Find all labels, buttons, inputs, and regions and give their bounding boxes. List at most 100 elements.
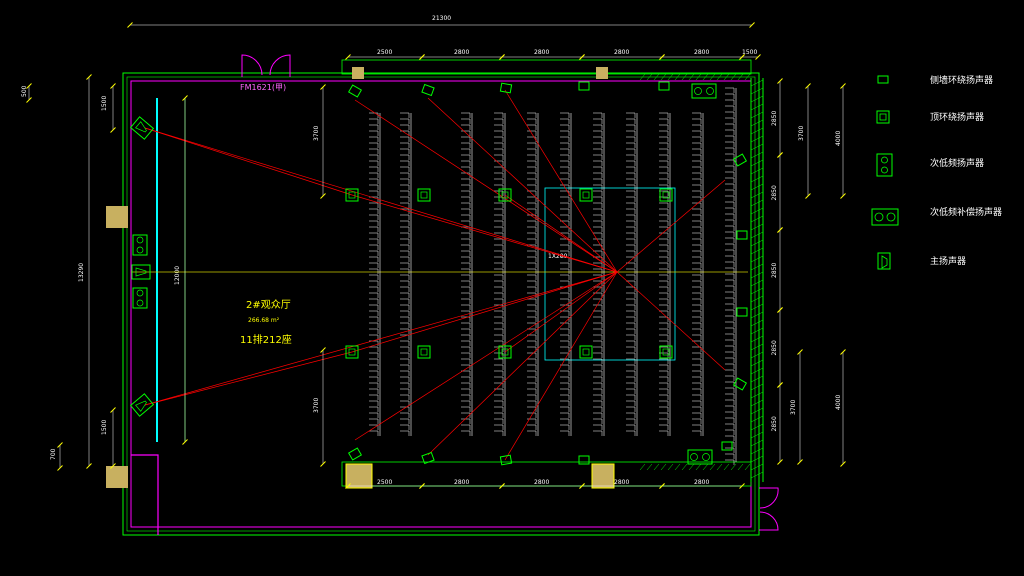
- hatch-line: [744, 463, 751, 471]
- subwoofer-compensation-icon: [691, 83, 717, 99]
- dim-tick: [777, 152, 783, 158]
- sight-line: [354, 271, 618, 441]
- seat: [626, 310, 636, 316]
- seat: [461, 430, 471, 436]
- hatch-line: [750, 295, 764, 303]
- hatch-line: [750, 111, 764, 119]
- seat: [494, 376, 504, 382]
- dim-tick: [86, 463, 92, 469]
- seat: [400, 256, 410, 262]
- hatch-line: [750, 423, 764, 431]
- seat: [560, 148, 570, 154]
- ceiling-surround-speaker-icon: [345, 188, 359, 202]
- hatch-line: [660, 73, 667, 81]
- seat: [626, 334, 636, 340]
- seat: [626, 292, 636, 298]
- seat: [626, 286, 636, 292]
- legend-label: 次低频补偿扬声器: [930, 206, 1002, 218]
- seat: [560, 382, 570, 388]
- seat: [725, 93, 735, 99]
- seat: [560, 412, 570, 418]
- seat: [626, 184, 636, 190]
- seat: [593, 292, 603, 298]
- seat: [692, 166, 702, 172]
- hatch-line: [646, 463, 653, 471]
- hatch-line: [750, 431, 764, 439]
- seat: [659, 310, 669, 316]
- seat: [400, 280, 410, 286]
- hatch-line: [688, 463, 695, 471]
- seat: [400, 400, 410, 406]
- seat: [725, 177, 735, 183]
- seat: [626, 142, 636, 148]
- seat: [593, 310, 603, 316]
- seat: [461, 328, 471, 334]
- seat: [494, 334, 504, 340]
- seat: [626, 238, 636, 244]
- seat: [461, 250, 471, 256]
- seat: [593, 130, 603, 136]
- seat: [494, 160, 504, 166]
- seat: [626, 322, 636, 328]
- hatch-line: [750, 471, 764, 479]
- seat: [725, 345, 735, 351]
- seat: [369, 232, 379, 238]
- seat: [400, 160, 410, 166]
- right-b-top: 3700: [798, 126, 805, 141]
- seat: [626, 376, 636, 382]
- dim-tick: [797, 459, 803, 465]
- seat: [659, 418, 669, 424]
- side-wall-surround-speaker-icon: [421, 83, 435, 97]
- seat: [692, 400, 702, 406]
- dim-tick: [749, 22, 755, 28]
- seat: [400, 382, 410, 388]
- ceiling-surround-speaker-icon: [579, 345, 593, 359]
- seat: [494, 154, 504, 160]
- seat: [400, 322, 410, 328]
- seat: [527, 382, 537, 388]
- seat: [400, 130, 410, 136]
- seat: [593, 358, 603, 364]
- hatch-line: [744, 73, 751, 81]
- seat: [725, 213, 735, 219]
- seat: [369, 400, 379, 406]
- seat: [461, 310, 471, 316]
- seat: [494, 232, 504, 238]
- column: [591, 463, 615, 489]
- sight-line: [504, 194, 618, 273]
- seat: [369, 322, 379, 328]
- hatch-line: [750, 199, 764, 207]
- seat: [527, 394, 537, 400]
- seat: [593, 214, 603, 220]
- seat: [626, 280, 636, 286]
- seat: [369, 292, 379, 298]
- seat: [527, 268, 537, 274]
- seat: [369, 388, 379, 394]
- seat: [494, 112, 504, 118]
- hatch-line: [750, 79, 764, 87]
- seat: [461, 232, 471, 238]
- seat: [659, 340, 669, 346]
- seat: [560, 226, 570, 232]
- seat: [692, 250, 702, 256]
- seat: [560, 370, 570, 376]
- dim-tick: [777, 382, 783, 388]
- dim-tick: [777, 459, 783, 465]
- seat: [369, 202, 379, 208]
- seat: [369, 172, 379, 178]
- seat: [494, 256, 504, 262]
- right-c-bottom: 4000: [835, 395, 842, 410]
- left-1500-top-dim: 1500: [101, 96, 108, 111]
- seat: [626, 358, 636, 364]
- seat: [725, 207, 735, 213]
- seat: [593, 388, 603, 394]
- seat: [725, 87, 735, 93]
- left-top-dim: 500: [21, 85, 28, 97]
- seat: [560, 154, 570, 160]
- seat: [659, 334, 669, 340]
- seat: [369, 166, 379, 172]
- seat: [725, 453, 735, 459]
- hatch-line: [681, 73, 688, 81]
- seat: [560, 430, 570, 436]
- seat: [626, 130, 636, 136]
